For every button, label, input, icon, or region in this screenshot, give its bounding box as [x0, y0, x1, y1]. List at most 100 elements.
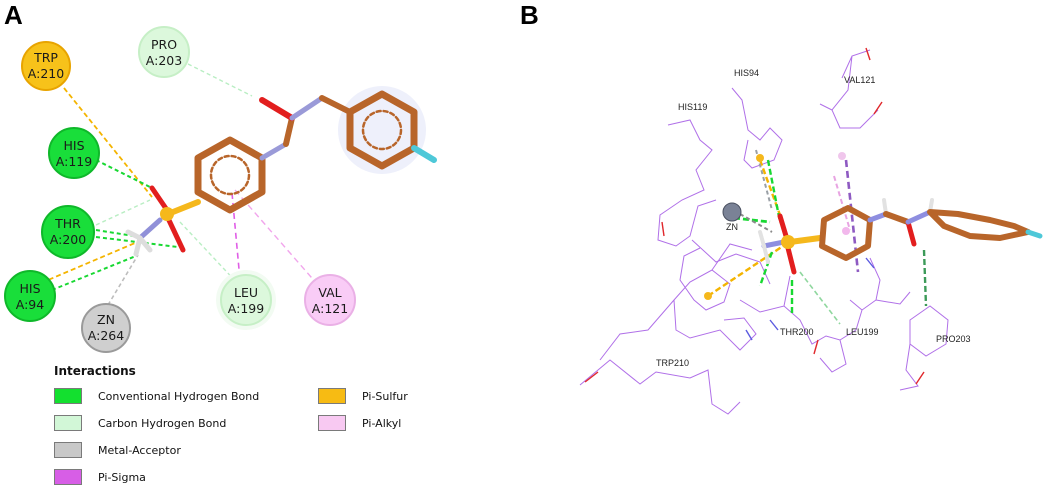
panel-a-label: A: [4, 0, 23, 30]
sulfur-atom: [160, 207, 174, 221]
label-zn: ZN: [726, 222, 738, 232]
legend-item-carbon-hydrogen-bond: Carbon Hydrogen Bond: [54, 413, 226, 433]
protein-nitrogens: [745, 257, 875, 341]
pi-alkyl-centroid: [838, 152, 846, 160]
trp210-backbone: [579, 359, 741, 415]
trp210-sidechain: [599, 243, 757, 361]
legend-label: Pi-Sulfur: [362, 389, 408, 403]
legend-swatch: [318, 415, 346, 431]
panel-b-label: B: [520, 0, 539, 30]
interaction-markers: [704, 152, 846, 300]
legend-label: Metal-Acceptor: [98, 443, 181, 457]
residue-pro203: PRO A:203: [138, 26, 190, 78]
bond-nh-c: [283, 115, 295, 147]
residue-name: TRP: [33, 50, 58, 65]
residue-disc: [138, 26, 190, 78]
his94-sidechain: [731, 87, 783, 169]
residue-id: A:119: [56, 154, 92, 169]
pi-sulfur-centroid: [704, 292, 712, 300]
oxygen-bond: [584, 371, 599, 383]
n-h-bond: [758, 230, 766, 248]
residue-disc: [41, 205, 95, 259]
val121-sidechain: [819, 49, 879, 129]
nitrogen-bond: [865, 257, 875, 269]
legend-item-pi-sigma: Pi-Sigma: [54, 467, 146, 487]
residue-name: HIS: [19, 281, 40, 296]
n-h-bond: [762, 244, 770, 264]
oxygen-bond: [873, 101, 883, 115]
nitrogen-bond: [769, 319, 779, 331]
ring-s-bond: [787, 235, 823, 245]
h-bond-line: [766, 159, 782, 223]
label-val121: VAL121: [844, 75, 875, 85]
bond-sulfonyl-o1: [149, 185, 170, 213]
carbon-h-bond-line-thr200: [95, 199, 151, 226]
pro203-sidechain: [899, 305, 949, 391]
residue-id: A:121: [312, 301, 348, 316]
sulfur-atom-3d: [781, 235, 795, 249]
c-nh-bond: [905, 209, 933, 225]
legend-swatch: [54, 388, 82, 404]
residue-disc: [304, 274, 356, 326]
pi-sulfur-centroid: [756, 154, 764, 162]
h-bond-line-his119: [95, 159, 153, 189]
legend-label: Conventional Hydrogen Bond: [98, 389, 260, 403]
label-thr200: THR200: [780, 327, 814, 337]
panel-b-labels: HIS94 HIS119 VAL121 ZN THR200 LEU199 PRO…: [656, 68, 971, 368]
h-bond-line-his94: [51, 255, 137, 291]
residue-id: A:264: [88, 328, 124, 343]
leu199-sidechain: [819, 257, 911, 373]
pi-sulfur-line-his94: [33, 239, 143, 287]
oxygen-bond: [661, 221, 665, 237]
carbon-h-bond-line-pro203: [187, 63, 253, 97]
oxygen-bond: [915, 371, 925, 385]
bond-c-f: [411, 145, 437, 163]
residue-id: A:94: [16, 297, 44, 312]
bond-s-n: [137, 217, 163, 241]
residue-id: A:200: [50, 232, 86, 247]
oxygen-bond: [813, 339, 819, 355]
c-o-bond: [905, 219, 917, 247]
residue-id: A:199: [228, 301, 264, 316]
label-pro203: PRO203: [936, 334, 971, 344]
metal-acceptor-line-zn: [107, 254, 139, 306]
sulfonyl-o-top: [777, 213, 789, 239]
protein-wireframe: [579, 49, 949, 415]
residue-zn264: ZN A:264: [81, 303, 131, 353]
bond-c-o: [259, 97, 295, 121]
fluorophenyl-ring-3d: [927, 209, 1031, 241]
legend-item-pi-alkyl: Pi-Alkyl: [318, 413, 401, 433]
legend-swatch: [54, 442, 82, 458]
panel-a-interaction-diagram: TRP A:210 PRO A:203 HIS A:119 THR A:200 …: [4, 26, 437, 353]
bond-sulfonyl-o2: [164, 213, 186, 253]
label-his94: HIS94: [734, 68, 759, 78]
carbon-h-bond-line: [799, 271, 841, 325]
ligand-molecule: [125, 86, 437, 257]
bond-n-h3: [137, 235, 153, 253]
thr200-sidechain: [739, 275, 857, 345]
centroid-dot: [842, 227, 850, 235]
legend-swatch: [318, 388, 346, 404]
residue-name: PRO: [151, 37, 177, 52]
sulfonyl-o-bottom: [785, 245, 797, 275]
residue-his119: HIS A:119: [48, 127, 100, 179]
residue-leu199: LEU A:199: [216, 270, 276, 330]
residue-disc: [220, 274, 272, 326]
nitrogen-bond: [745, 329, 753, 341]
interaction-lines: [33, 63, 319, 306]
bond-c-nh2: [289, 95, 325, 121]
residue-name: THR: [54, 216, 81, 231]
bond-nh2-ring: [319, 95, 353, 115]
nh-c-bond: [883, 211, 911, 225]
s-n-bond: [761, 239, 787, 249]
residue-his94: HIS A:94: [4, 270, 56, 322]
residue-disc: [4, 270, 56, 322]
left-ring-aromatic-circle: [209, 154, 251, 196]
backbone-left: [691, 239, 771, 285]
label-leu199: LEU199: [846, 327, 879, 337]
legend-title: Interactions: [54, 364, 136, 378]
oxygen-bond: [865, 47, 871, 61]
legend-label: Pi-Sigma: [98, 470, 146, 484]
his119-sidechain: [657, 119, 717, 247]
legend-swatch: [54, 469, 82, 485]
